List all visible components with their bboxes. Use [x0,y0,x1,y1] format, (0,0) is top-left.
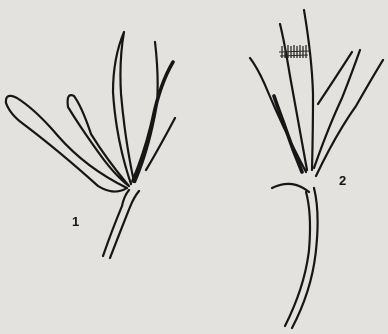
figure-2-right-arm-upper [318,52,352,104]
figure-2-left-curl [272,184,309,192]
figure-2-dark-strand [274,96,302,172]
figure-2-central-strand [304,10,313,170]
figure-2-label: 2 [339,174,346,187]
figure-1-drawing [6,32,175,258]
figure-1-stem-left [103,190,129,256]
figure-2-stem-right [292,188,318,328]
figure-1-label: 1 [72,215,79,228]
figure-2-stem-left [285,192,310,326]
figure-2-hatch-band [279,45,309,58]
figure-1-left-loop [6,96,127,192]
figure-2-drawing [250,10,383,328]
figure-1-tall-branch [113,32,134,184]
